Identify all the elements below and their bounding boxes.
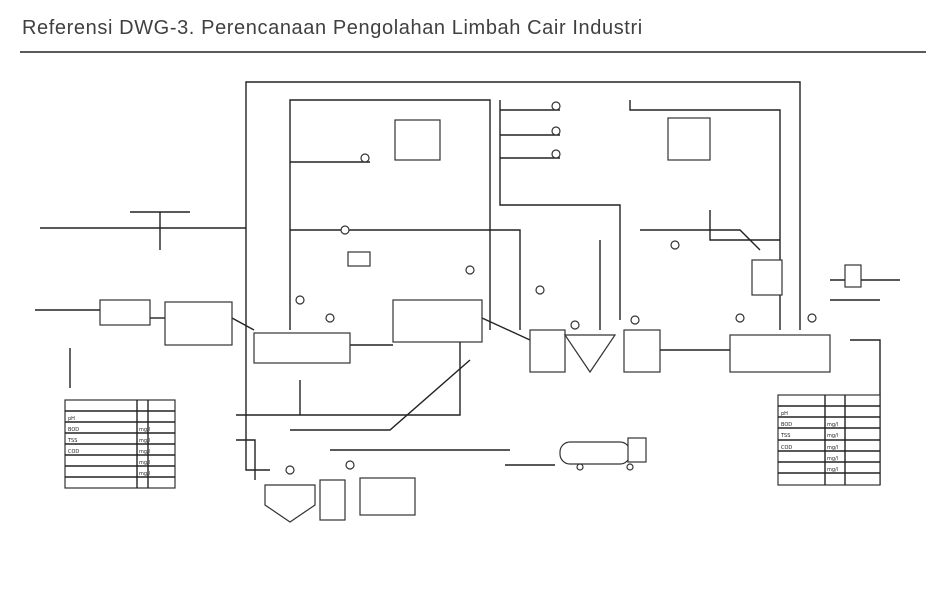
outlet-parameter-table: pH BOD mg/l TSS mg/l COD mg/l mg/l mg/l	[777, 394, 881, 486]
tank-t06	[623, 329, 661, 373]
blowers	[290, 101, 711, 163]
tank-equalization	[253, 332, 351, 364]
table-cell: mg/l	[827, 422, 838, 428]
table-cell: mg/l	[827, 467, 838, 473]
table-cell: mg/l	[139, 460, 150, 466]
settling-tank	[563, 334, 617, 374]
sludge-tank	[359, 477, 416, 516]
main-piping-loop	[35, 81, 900, 485]
table-cell: mg/l	[827, 456, 838, 462]
tank-t01	[99, 299, 151, 326]
table-cell: pH	[68, 416, 75, 422]
sludge-transfer-tank	[319, 479, 346, 521]
page-title: Referensi DWG-3. Perencanaan Pengolahan …	[22, 17, 643, 39]
vacuum-truck-cab	[627, 437, 647, 463]
table-cell: mg/l	[827, 433, 838, 439]
table-cell: mg/l	[139, 438, 150, 444]
distribution-box	[347, 251, 371, 267]
sludge-concentration-tank	[264, 484, 316, 523]
table-cell: COD	[781, 445, 792, 451]
table-cell: TSS	[67, 438, 77, 444]
tank-t07	[729, 334, 831, 373]
inlet-parameter-table: pH BOD mg/l TSS mg/l COD mg/l mg/l mg/l	[64, 399, 176, 489]
table-cell: mg/l	[827, 445, 838, 451]
tank-t02	[164, 301, 233, 346]
tank-t05	[529, 329, 566, 373]
process-tanks	[99, 251, 862, 523]
tank-aeration	[392, 299, 483, 343]
pressure-filter	[844, 264, 862, 288]
table-cell: pH	[781, 411, 788, 417]
vacuum-truck-tank	[559, 441, 631, 465]
chemical-tank	[751, 259, 783, 296]
table-cell: COD	[68, 449, 79, 455]
table-cell: mg/l	[139, 427, 150, 433]
table-cell: TSS	[780, 433, 790, 439]
title-divider	[20, 51, 926, 53]
table-cell: mg/l	[139, 471, 150, 477]
table-cell: mg/l	[139, 449, 150, 455]
table-cell: BOD	[68, 427, 79, 433]
pumps-and-instruments	[285, 225, 817, 475]
table-cell: BOD	[781, 422, 792, 428]
